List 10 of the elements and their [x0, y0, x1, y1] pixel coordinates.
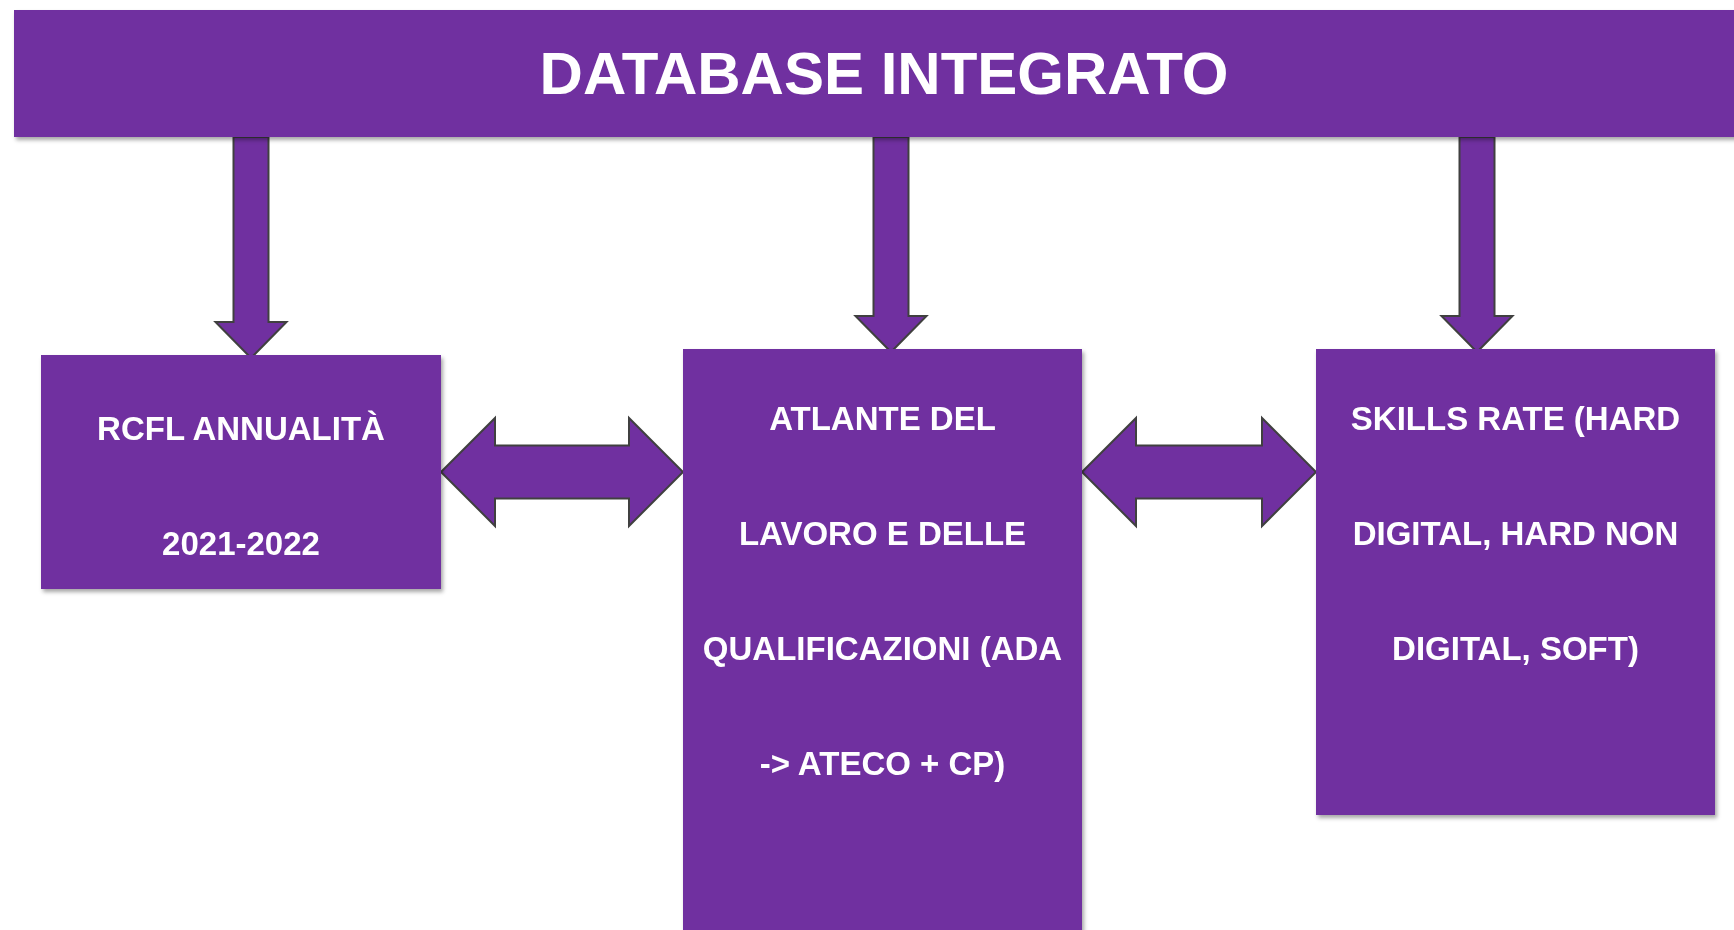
- box-text: ATLANTE DEL LAVORO E DELLE QUALIFICAZIONI (ADA -> ATECO + CP): [701, 399, 1064, 784]
- block-arrow: [1080, 415, 1318, 529]
- process-box: [41, 355, 441, 589]
- block-arrow: [439, 415, 685, 529]
- box-text: RCFL ANNUALITÀ 2021-2022: [96, 409, 386, 564]
- process-box: [1316, 349, 1715, 815]
- title-banner: [14, 10, 1734, 137]
- title-text: DATABASE INTEGRATO: [539, 38, 1229, 109]
- box-text: SKILLS RATE (HARD DIGITAL, HARD NON DIGITAL, SOFT): [1349, 399, 1682, 669]
- process-box: [683, 349, 1082, 930]
